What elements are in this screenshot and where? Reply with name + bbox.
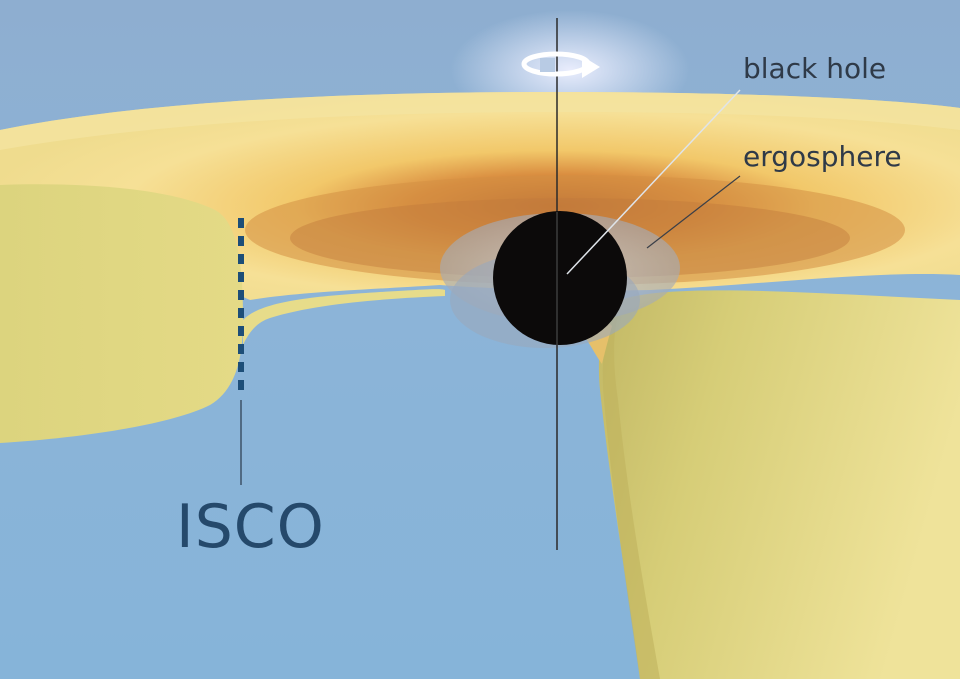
disk-outer-rim — [0, 92, 960, 150]
ergosphere-leader-line — [646, 175, 741, 249]
black-hole-label: black hole — [743, 52, 887, 85]
ergosphere-label: ergosphere — [743, 140, 902, 173]
black-hole-leader-line — [566, 89, 741, 275]
black-hole-sphere — [493, 211, 627, 345]
rotation-arrow-icon — [521, 51, 600, 78]
isco-marker — [238, 218, 244, 390]
disk-inner-lip — [243, 289, 445, 345]
stream-shadow-edge — [602, 300, 660, 679]
accretion-stream-right — [598, 290, 960, 679]
isco-label: ISCO — [176, 492, 325, 562]
accretion-disk-left-lobe — [0, 184, 243, 444]
